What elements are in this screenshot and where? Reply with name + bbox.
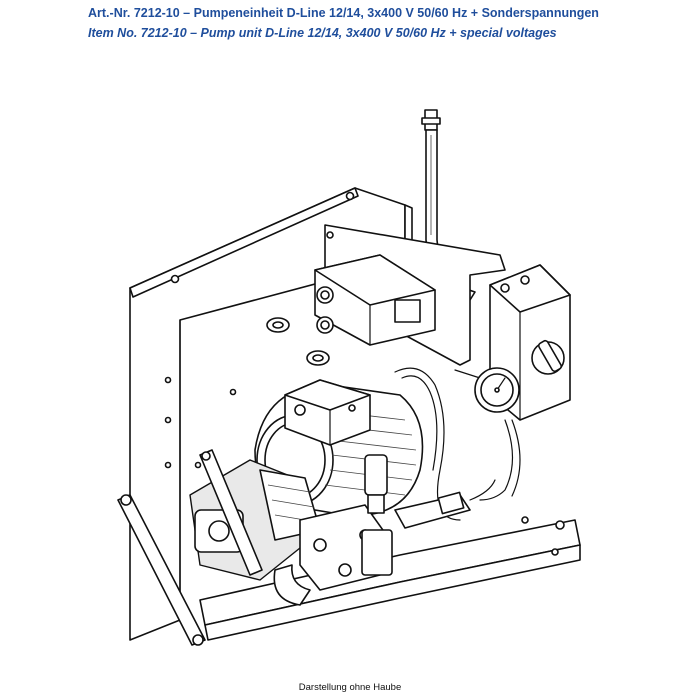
hose-clamps	[266, 317, 330, 366]
support-struts	[117, 449, 263, 646]
junction-box	[314, 254, 436, 346]
title-german: Art.-Nr. 7212-10 – Pumpeneinheit D-Line …	[88, 6, 599, 20]
pump-manifold	[299, 454, 393, 591]
suction-elbow	[273, 564, 311, 606]
motor-terminal-box	[284, 379, 371, 446]
pressure-gauge	[454, 367, 520, 413]
figure-caption: Darstellung ohne Haube	[298, 682, 402, 693]
title-english: Item No. 7212-10 – Pump unit D-Line 12/1…	[88, 26, 557, 40]
outlet-fittings	[394, 479, 496, 529]
